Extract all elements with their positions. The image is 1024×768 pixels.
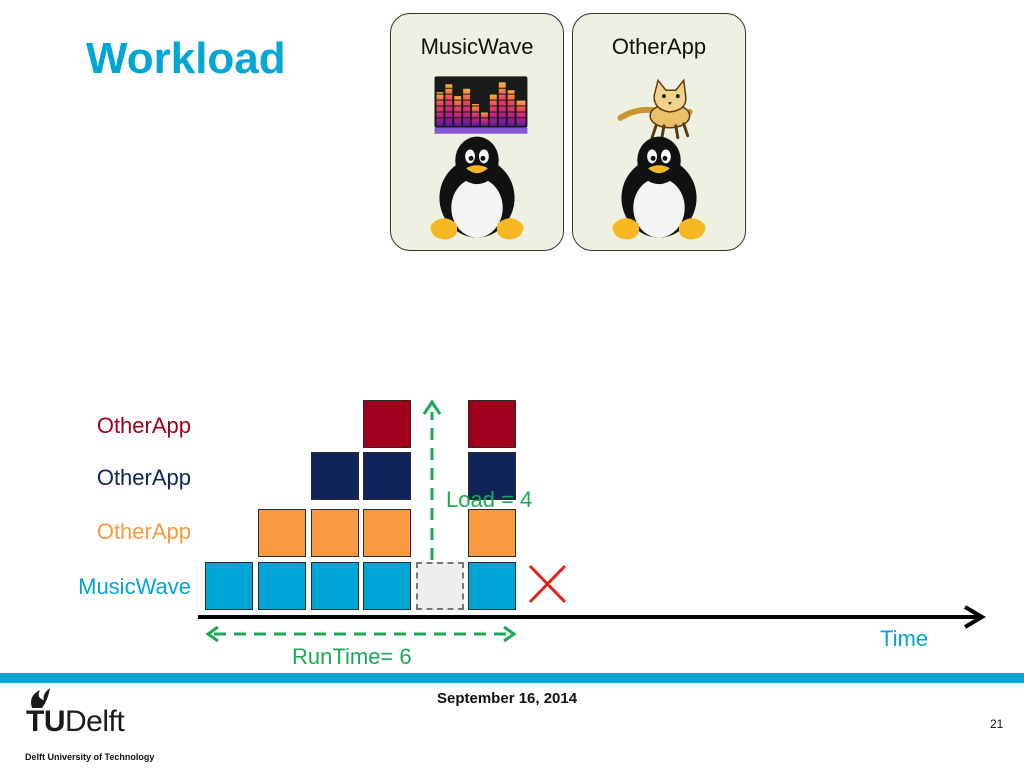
app-card-musicwave: MusicWave bbox=[390, 13, 564, 251]
time-axis-arrowhead bbox=[963, 605, 986, 629]
row-label-otherapp-3: OtherApp bbox=[96, 413, 191, 438]
logo-tu: TU bbox=[26, 705, 66, 738]
tudelft-logo: TUDelft bbox=[26, 705, 125, 739]
app-card-label: OtherApp bbox=[611, 34, 707, 59]
row-label-otherapp-1: OtherApp bbox=[96, 519, 191, 544]
tomcat-icon bbox=[617, 78, 693, 140]
reject-x-icon bbox=[528, 564, 567, 604]
runtime-arrow-left-head bbox=[205, 625, 219, 643]
empty-slot-block bbox=[416, 562, 464, 610]
otherapp-navy-block bbox=[468, 452, 516, 500]
musicwave-block bbox=[363, 562, 411, 610]
logo-subtitle: Delft University of Technology bbox=[25, 752, 155, 762]
runtime-arrow-right-head bbox=[503, 625, 517, 643]
musicwave-block bbox=[205, 562, 253, 610]
otherapp-orange-block bbox=[258, 509, 306, 557]
slide-date: September 16, 2014 bbox=[437, 690, 578, 707]
logo-delft: Delft bbox=[65, 705, 125, 738]
linux-penguin-icon bbox=[612, 136, 706, 240]
equalizer-icon bbox=[434, 76, 528, 134]
linux-penguin-icon bbox=[430, 136, 524, 240]
otherapp-navy-block bbox=[311, 452, 359, 500]
musicwave-block bbox=[311, 562, 359, 610]
otherapp-orange-block bbox=[468, 509, 516, 557]
musicwave-block bbox=[468, 562, 516, 610]
load-arrow-head bbox=[422, 399, 442, 415]
app-card-otherapp: OtherApp bbox=[572, 13, 746, 251]
row-label-otherapp-2: OtherApp bbox=[96, 465, 191, 490]
footer-bar bbox=[0, 673, 1024, 683]
otherapp-navy-block bbox=[363, 452, 411, 500]
otherapp-orange-block bbox=[363, 509, 411, 557]
page-number: 21 bbox=[990, 717, 1004, 731]
time-label: Time bbox=[880, 626, 928, 651]
otherapp-red-block bbox=[363, 400, 411, 448]
otherapp-orange-block bbox=[311, 509, 359, 557]
slide-title: Workload bbox=[86, 34, 286, 83]
row-label-musicwave: MusicWave bbox=[78, 574, 191, 599]
otherapp-red-block bbox=[468, 400, 516, 448]
tudelft-flame-icon bbox=[31, 688, 50, 708]
runtime-label: RunTime= 6 bbox=[292, 644, 412, 669]
load-label: Load = 4 bbox=[446, 487, 532, 512]
musicwave-block bbox=[258, 562, 306, 610]
app-card-label: MusicWave bbox=[420, 34, 534, 59]
